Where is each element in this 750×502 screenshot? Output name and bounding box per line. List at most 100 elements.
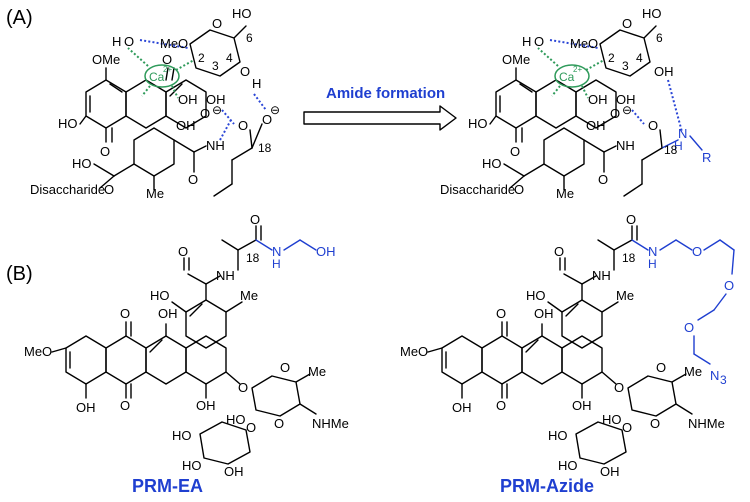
ea-nhme: NHMe bbox=[312, 416, 349, 431]
meo-sugar-label: MeO bbox=[160, 36, 188, 51]
minus-charge-2: ⊖ bbox=[270, 103, 280, 117]
calcium-label: Ca bbox=[149, 70, 165, 84]
amide-nh-label-a1: NH bbox=[206, 138, 225, 153]
reaction-arrow-label: Amide formation bbox=[326, 85, 445, 102]
az-nhme: NHMe bbox=[688, 416, 725, 431]
ring-a4 bbox=[133, 127, 175, 177]
az-peg-o1: O bbox=[692, 244, 702, 259]
az-nh-h: H bbox=[648, 257, 657, 271]
ea-n-label: N bbox=[272, 244, 281, 259]
amide-o-label-a1: O bbox=[188, 172, 198, 187]
ea-sugar2-ho1: HO bbox=[172, 428, 192, 443]
ea-meo-label: MeO bbox=[24, 344, 52, 359]
ea-sugar1-ho: HO bbox=[226, 412, 246, 427]
calcium-label-r: Ca bbox=[559, 70, 575, 84]
amide-h-label-r: H bbox=[674, 139, 683, 153]
carboxylate-complex: OMe HO O O O ⊖ Ca 2+ H O O MeO HO 6 2 3 … bbox=[30, 6, 280, 201]
lower-ho-label-a1: HO bbox=[72, 156, 92, 171]
r-group-label: R bbox=[702, 150, 711, 165]
ring-a3 bbox=[165, 79, 207, 129]
az-sugar1-ho: HO bbox=[602, 412, 622, 427]
az-amide-nh: NH bbox=[592, 268, 611, 283]
az-oh-mid: OH bbox=[534, 306, 554, 321]
c2-label-r: 2 bbox=[608, 51, 615, 65]
lower-oh-label-a1: OH bbox=[176, 118, 196, 133]
ring-b1 bbox=[65, 335, 107, 385]
ea-ketone-o1: O bbox=[120, 306, 130, 321]
ea-sugar2-o: O bbox=[246, 420, 256, 435]
calcium-ion-r bbox=[554, 64, 590, 88]
ea-benzylic-oh: OH bbox=[196, 398, 216, 413]
ea-glycoside-o: O bbox=[238, 380, 248, 395]
water-h-label: H bbox=[112, 34, 121, 49]
panel-b-label: (B) bbox=[6, 263, 33, 285]
sugar-oh2-label-r: OH bbox=[588, 92, 608, 107]
az-sugar1-o: O bbox=[656, 360, 666, 375]
sugar-oh6-label-r: HO bbox=[642, 6, 662, 21]
sugar-oh3-label: OH bbox=[206, 92, 226, 107]
disaccharide-o-label-a2: O bbox=[514, 182, 524, 197]
az-sugar2-ho2: HO bbox=[558, 458, 578, 473]
ea-sugar2-ho2: HO bbox=[182, 458, 202, 473]
panel-a-label: (A) bbox=[6, 7, 33, 29]
sugar-o-label: O bbox=[212, 16, 222, 31]
c6-label-r: 6 bbox=[656, 31, 663, 45]
az-ketone-o1: O bbox=[496, 306, 506, 321]
ea-amide-o: O bbox=[178, 244, 188, 259]
ea-me-label: Me bbox=[240, 288, 258, 303]
amide-complex: OMe HO O O ⊖ Ca 2+ H O O MeO HO 6 2 3 4 … bbox=[440, 6, 711, 201]
c3-label-r: 3 bbox=[622, 59, 629, 73]
lower-ho-label-a2: HO bbox=[482, 156, 502, 171]
sugar-oh2-label: OH bbox=[178, 92, 198, 107]
c4-label-r: 4 bbox=[636, 51, 643, 65]
amide-nh-label-a2: NH bbox=[616, 138, 635, 153]
disaccharide-label-a2: Disaccharide bbox=[440, 182, 515, 197]
ea-oh-mid: OH bbox=[158, 306, 178, 321]
az-me-label: Me bbox=[616, 288, 634, 303]
ketone-o-label: O bbox=[162, 52, 172, 67]
water-o-label-r: O bbox=[534, 34, 544, 49]
ring-b2 bbox=[105, 335, 147, 385]
az-azide-n: N bbox=[710, 368, 719, 383]
c6-label: 6 bbox=[246, 31, 253, 45]
amide-o-label-a2: O bbox=[598, 172, 608, 187]
amide-n-label-r: N bbox=[678, 126, 687, 141]
ea-sugar2 bbox=[199, 421, 251, 465]
ea-oh-bottom: OH bbox=[76, 400, 96, 415]
ea-amide-nh: NH bbox=[216, 268, 235, 283]
az-oh-top: HO bbox=[526, 288, 546, 303]
ring-b4 bbox=[185, 335, 227, 385]
amide-o-top-label-r: O bbox=[648, 118, 658, 133]
reaction-arrow bbox=[303, 105, 457, 131]
me-label-a2: Me bbox=[556, 186, 574, 201]
c18-label-a2: 18 bbox=[664, 143, 678, 157]
disaccharide-label-a1: Disaccharide bbox=[30, 182, 105, 197]
sugar-ring bbox=[189, 29, 241, 77]
az-n-label: N bbox=[648, 244, 657, 259]
c18-label-a1: 18 bbox=[258, 141, 272, 155]
az-sugar2-oh: OH bbox=[600, 464, 620, 479]
az-c18-o: O bbox=[626, 212, 636, 227]
phenoxide-o-label: O bbox=[200, 106, 210, 121]
water-h-label-r: H bbox=[522, 34, 531, 49]
ea-sugar1-o2: O bbox=[274, 416, 284, 431]
compound-label-left: PRM-EA bbox=[132, 476, 203, 496]
az-glycoside-o: O bbox=[614, 380, 624, 395]
ea-sugar1 bbox=[251, 375, 301, 417]
sugar-o-label-r: O bbox=[622, 16, 632, 31]
ea-sugar2-oh: OH bbox=[224, 464, 244, 479]
ea-sugar1-o: O bbox=[280, 360, 290, 375]
carboxylate-o2-label: O bbox=[262, 112, 272, 127]
az-sugar1-me: Me bbox=[684, 364, 702, 379]
c3-label: 3 bbox=[212, 59, 219, 73]
calcium-charge-r: 2+ bbox=[573, 65, 582, 74]
ea-terminal-oh: OH bbox=[316, 244, 336, 259]
sugar-o4-label: O bbox=[240, 64, 250, 79]
lower-oh-label-a2: OH bbox=[586, 118, 606, 133]
ho-label-r: HO bbox=[468, 116, 488, 131]
ea-c18-label: 18 bbox=[246, 251, 260, 265]
water-o-label: O bbox=[124, 34, 134, 49]
az-oh-bottom: OH bbox=[452, 400, 472, 415]
ring-a1 bbox=[85, 79, 127, 129]
meo-sugar-label-r: MeO bbox=[570, 36, 598, 51]
